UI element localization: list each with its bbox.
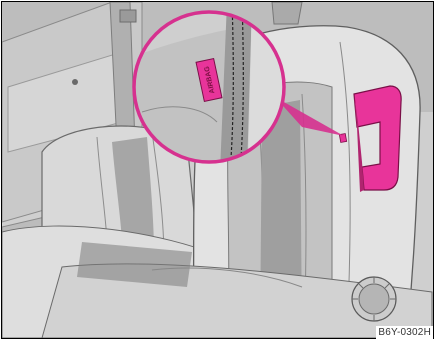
- figure-code: B6Y-0302H: [376, 326, 433, 339]
- seat-side-airbag-illustration: AIRBAG: [1, 1, 434, 339]
- recline-knob-icon: [352, 277, 396, 321]
